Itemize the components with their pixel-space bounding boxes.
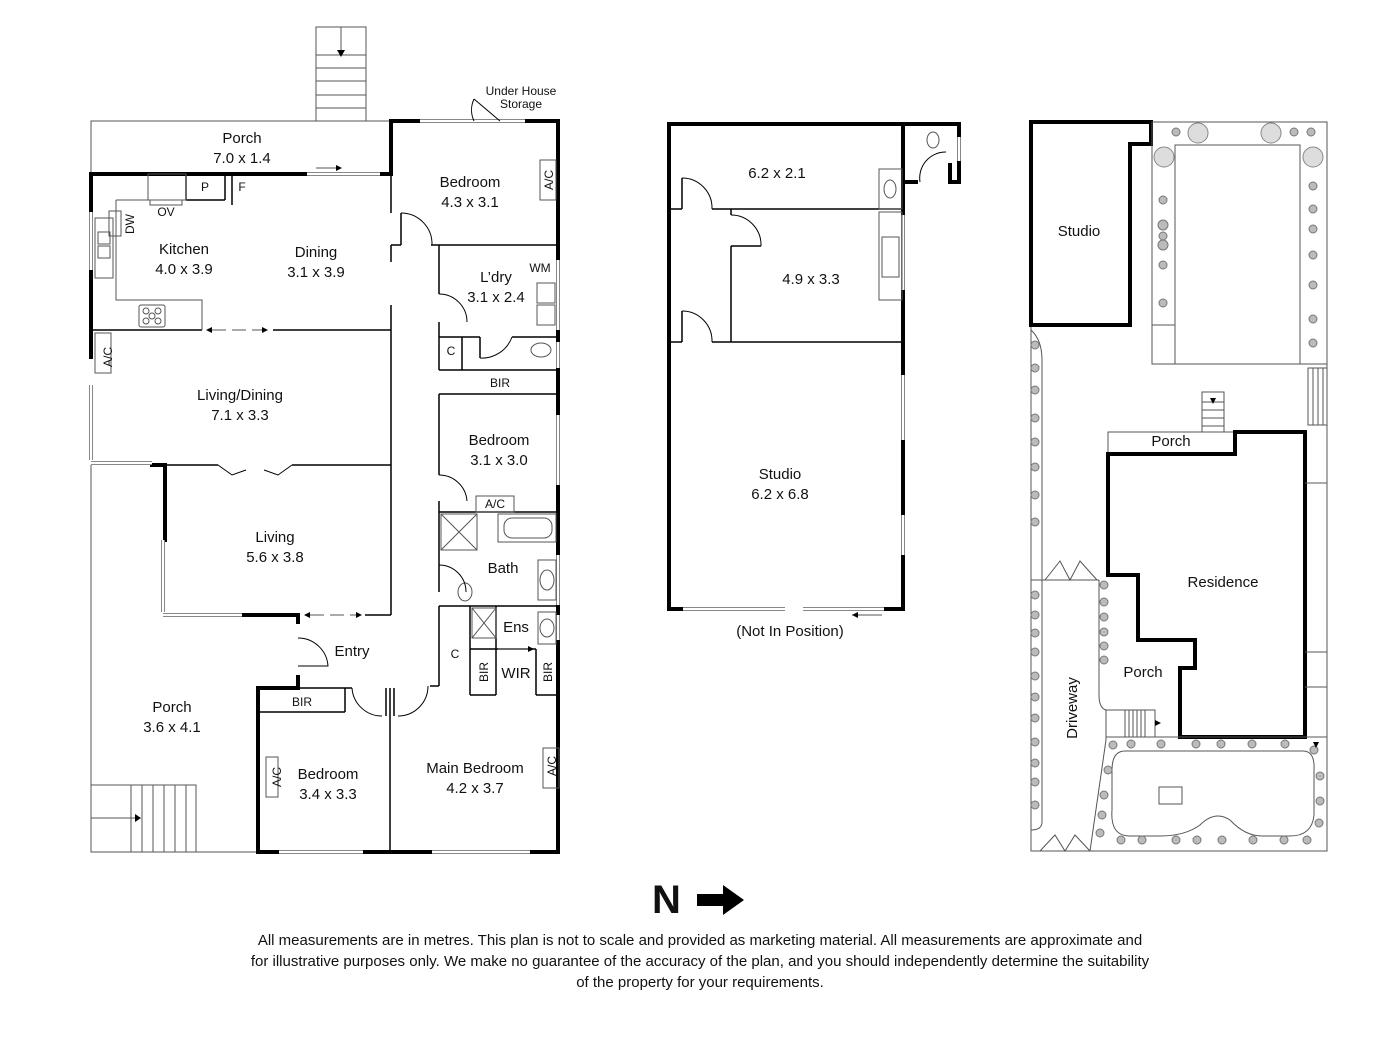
svg-text:A/C: A/C [485,497,505,511]
svg-text:BIR: BIR [477,662,491,682]
svg-text:C: C [447,344,456,358]
room-main-bedroom-name: Main Bedroom [426,760,524,777]
room-laundry-name: L’dry [480,269,512,286]
room-bath-name: Bath [488,560,519,577]
room-entry-name: Entry [334,643,370,660]
room-dining-name: Dining [295,244,338,261]
studio-not-in-position-note: (Not In Position) [736,623,844,640]
site-residence-label: Residence [1188,574,1259,591]
rear-stairs [315,26,367,122]
room-bedroom-1-name: Bedroom [440,174,501,191]
site-studio-label: Studio [1058,223,1101,240]
doors [217,98,513,717]
windows [89,119,560,854]
svg-text:F: F [238,180,245,194]
site-studio-outline [1029,120,1153,327]
svg-text:Storage: Storage [500,97,542,111]
svg-text:BIR: BIR [490,376,510,390]
svg-text:A/C: A/C [101,347,115,367]
north-arrow-icon [697,885,744,915]
room-bedroom-3-size: 3.4 x 3.3 [299,786,357,803]
room-living-size: 5.6 x 3.8 [246,549,304,566]
front-garden-shrubs [1095,739,1325,845]
disclaimer-text: All measurements are in metres. This pla… [250,932,1150,991]
svg-text:A/C: A/C [545,756,559,776]
svg-text:OV: OV [157,205,174,219]
room-porch-top-name: Porch [222,130,261,147]
studio-main-size: 6.2 x 6.8 [751,486,809,503]
svg-text:C: C [451,647,460,661]
site-driveway-label: Driveway [1064,677,1081,739]
residence-plan: Under House Storage Porch 7.0 x 1.4 Bedr… [89,26,560,854]
room-bedroom-3-name: Bedroom [298,766,359,783]
north-label: N [652,878,681,922]
room-living-dining-name: Living/Dining [197,387,283,404]
room-porch-side-name: Porch [152,699,191,716]
interior-walls [91,159,560,852]
front-stairs [90,784,197,853]
room-porch-side-size: 3.6 x 4.1 [143,719,201,736]
svg-text:WM: WM [529,261,550,275]
site-plan: Studio Porch Residence Porch Driveway [1029,120,1328,852]
residence-labels: Under House Storage Porch 7.0 x 1.4 Bedr… [101,84,559,803]
room-ensuite-name: Ens [503,619,529,636]
room-main-bedroom-size: 4.2 x 3.7 [446,780,504,797]
site-porch-back-label: Porch [1151,433,1190,450]
room-wir-name: WIR [501,665,530,682]
site-porch-front-label: Porch [1123,664,1162,681]
garden-trees [1153,122,1324,348]
studio-room-b-size: 4.9 x 3.3 [782,271,840,288]
room-bedroom-2-name: Bedroom [469,432,530,449]
driveway-shrubs [1030,340,1109,810]
svg-text:DW: DW [123,213,137,234]
svg-text:A/C: A/C [270,767,284,787]
svg-text:BIR: BIR [292,695,312,709]
room-bedroom-1-size: 4.3 x 3.1 [441,194,499,211]
svg-text:Under House: Under House [486,84,557,98]
room-living-dining-size: 7.1 x 3.3 [211,407,269,424]
studio-main-name: Studio [759,466,802,483]
svg-text:P: P [201,180,209,194]
room-laundry-size: 3.1 x 2.4 [467,289,525,306]
studio-plan: 6.2 x 2.1 4.9 x 3.3 Studio 6.2 x 6.8 (No… [667,122,961,640]
room-living-name: Living [255,529,294,546]
room-kitchen-size: 4.0 x 3.9 [155,261,213,278]
room-dining-size: 3.1 x 3.9 [287,264,345,281]
studio-room-a-size: 6.2 x 2.1 [748,165,806,182]
svg-text:BIR: BIR [541,662,555,682]
room-kitchen-name: Kitchen [159,241,209,258]
room-bedroom-2-size: 3.1 x 3.0 [470,452,528,469]
room-porch-top-size: 7.0 x 1.4 [213,150,271,167]
svg-text:A/C: A/C [542,170,556,190]
